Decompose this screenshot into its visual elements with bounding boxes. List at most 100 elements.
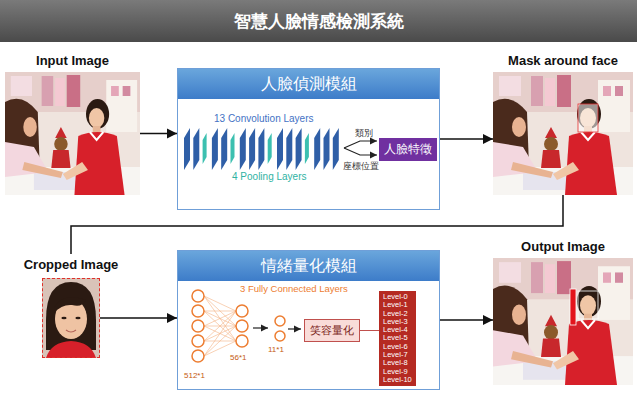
- split-arrows: [344, 141, 377, 155]
- module-header: 情緒量化模組: [178, 251, 439, 281]
- fc-network: [204, 311, 236, 326]
- fc-network: [275, 316, 285, 326]
- photo-frame: [5, 72, 140, 195]
- output-photo: [493, 258, 633, 385]
- fc-network: [204, 311, 236, 312]
- fc-network: [204, 296, 236, 356]
- cnn-layers: [184, 128, 339, 170]
- box-text: 人臉特徵: [384, 141, 432, 158]
- fc-network: [192, 350, 204, 362]
- cnn-layers: [333, 128, 339, 170]
- cnn-layers: [249, 128, 255, 170]
- input-photo: [5, 72, 140, 195]
- cnn-layers: [324, 128, 330, 170]
- level-item: Level-9: [383, 368, 412, 376]
- cnn-layers: [277, 128, 283, 170]
- flow-arrow: [360, 330, 379, 331]
- photo-frame: [493, 258, 633, 385]
- split-arrows: [344, 148, 377, 155]
- photo-frame: [493, 72, 633, 195]
- cnn-layers: [258, 128, 264, 170]
- cnn-layers: [221, 128, 227, 170]
- quantify-box: 笑容量化: [304, 319, 360, 342]
- photo-panel: Mask around face: [493, 52, 633, 195]
- flow-arrow: [440, 319, 493, 321]
- input-photo: [5, 72, 140, 195]
- photo-frame: [42, 278, 100, 358]
- annotation-label: 11*1: [268, 345, 284, 354]
- fc-network: [275, 331, 285, 341]
- fc-network: [204, 311, 236, 356]
- level-item: Level-2: [383, 310, 412, 318]
- annotation-label: 512*1: [184, 371, 205, 380]
- cropped-photo: [42, 278, 100, 358]
- flow-arrow: [140, 133, 177, 135]
- fc-network: [236, 320, 248, 332]
- cnn-layers: [286, 128, 292, 170]
- level-item: Level-4: [383, 326, 412, 334]
- cnn-layers: [231, 133, 235, 164]
- split-arrows: [344, 141, 377, 148]
- fc-network: [192, 290, 204, 302]
- panel-label: Cropped Image: [16, 256, 126, 274]
- mask-photo: [578, 104, 598, 132]
- annotation-label: 56*1: [230, 353, 246, 362]
- panel-label: Output Image: [493, 238, 633, 256]
- cnn-layers: [240, 128, 246, 170]
- module-box: 情緒量化模組笑容量化Level-0Level-1Level-2Level-3Le…: [177, 250, 440, 390]
- level-item: Level-6: [383, 343, 412, 351]
- annotation-label: 座標位置: [343, 160, 379, 173]
- level-item: Level-3: [383, 318, 412, 326]
- title-text: 智慧人臉情感檢測系統: [0, 0, 637, 42]
- output-photo: [493, 258, 633, 385]
- fc-network: [204, 311, 236, 341]
- fc-network: [236, 335, 248, 347]
- output-photo: [578, 291, 598, 319]
- level-item: Level-10: [383, 376, 412, 384]
- flow-arrow: [71, 195, 563, 254]
- fc-network: [192, 335, 204, 347]
- fc-network: [192, 290, 285, 362]
- module-box: 人臉偵測模組人臉特徵: [177, 68, 440, 210]
- cnn-layers: [305, 133, 309, 164]
- fc-network: [253, 327, 268, 328]
- level-item: Level-1: [383, 301, 412, 309]
- fc-network: [204, 296, 236, 341]
- mask-photo: [493, 72, 633, 195]
- feature-box: 人臉特徵: [379, 138, 437, 161]
- module-title: 情緒量化模組: [178, 251, 439, 281]
- photo-panel: Cropped Image: [16, 256, 126, 358]
- mask-photo: [493, 72, 633, 195]
- module-header: 人臉偵測模組: [178, 69, 439, 99]
- fc-network: [192, 320, 204, 332]
- box-text: 笑容量化: [310, 323, 354, 338]
- cnn-layers: [268, 133, 272, 164]
- fc-network: [204, 311, 236, 341]
- annotation-label: 4 Pooling Layers: [232, 171, 307, 182]
- cnn-layers: [203, 133, 207, 164]
- fc-network: [204, 296, 236, 311]
- cnn-layers: [296, 128, 302, 170]
- level-item: Level-0: [383, 293, 412, 301]
- title-band: [0, 0, 637, 42]
- flow-arrow: [440, 138, 493, 140]
- cnn-layers: [193, 128, 199, 170]
- level-item: Level-7: [383, 351, 412, 359]
- cnn-layers: [212, 128, 218, 170]
- annotation-label: 3 Fully Connected Layers: [240, 283, 348, 294]
- panel-label: Mask around face: [493, 52, 633, 70]
- fc-network: [236, 305, 248, 317]
- fc-network: [204, 311, 236, 326]
- annotation-label: 13 Convolution Layers: [214, 113, 314, 124]
- fc-network: [204, 326, 236, 356]
- cnn-layers: [314, 128, 320, 170]
- fc-network: [253, 328, 301, 329]
- flow-arrow: [100, 317, 177, 319]
- photo-panel: Input Image: [5, 52, 140, 195]
- output-photo: [570, 289, 576, 325]
- cropped-photo: [42, 278, 100, 358]
- annotation-label: 類別: [355, 127, 373, 140]
- level-item: Level-5: [383, 334, 412, 342]
- panel-label: Input Image: [5, 52, 140, 70]
